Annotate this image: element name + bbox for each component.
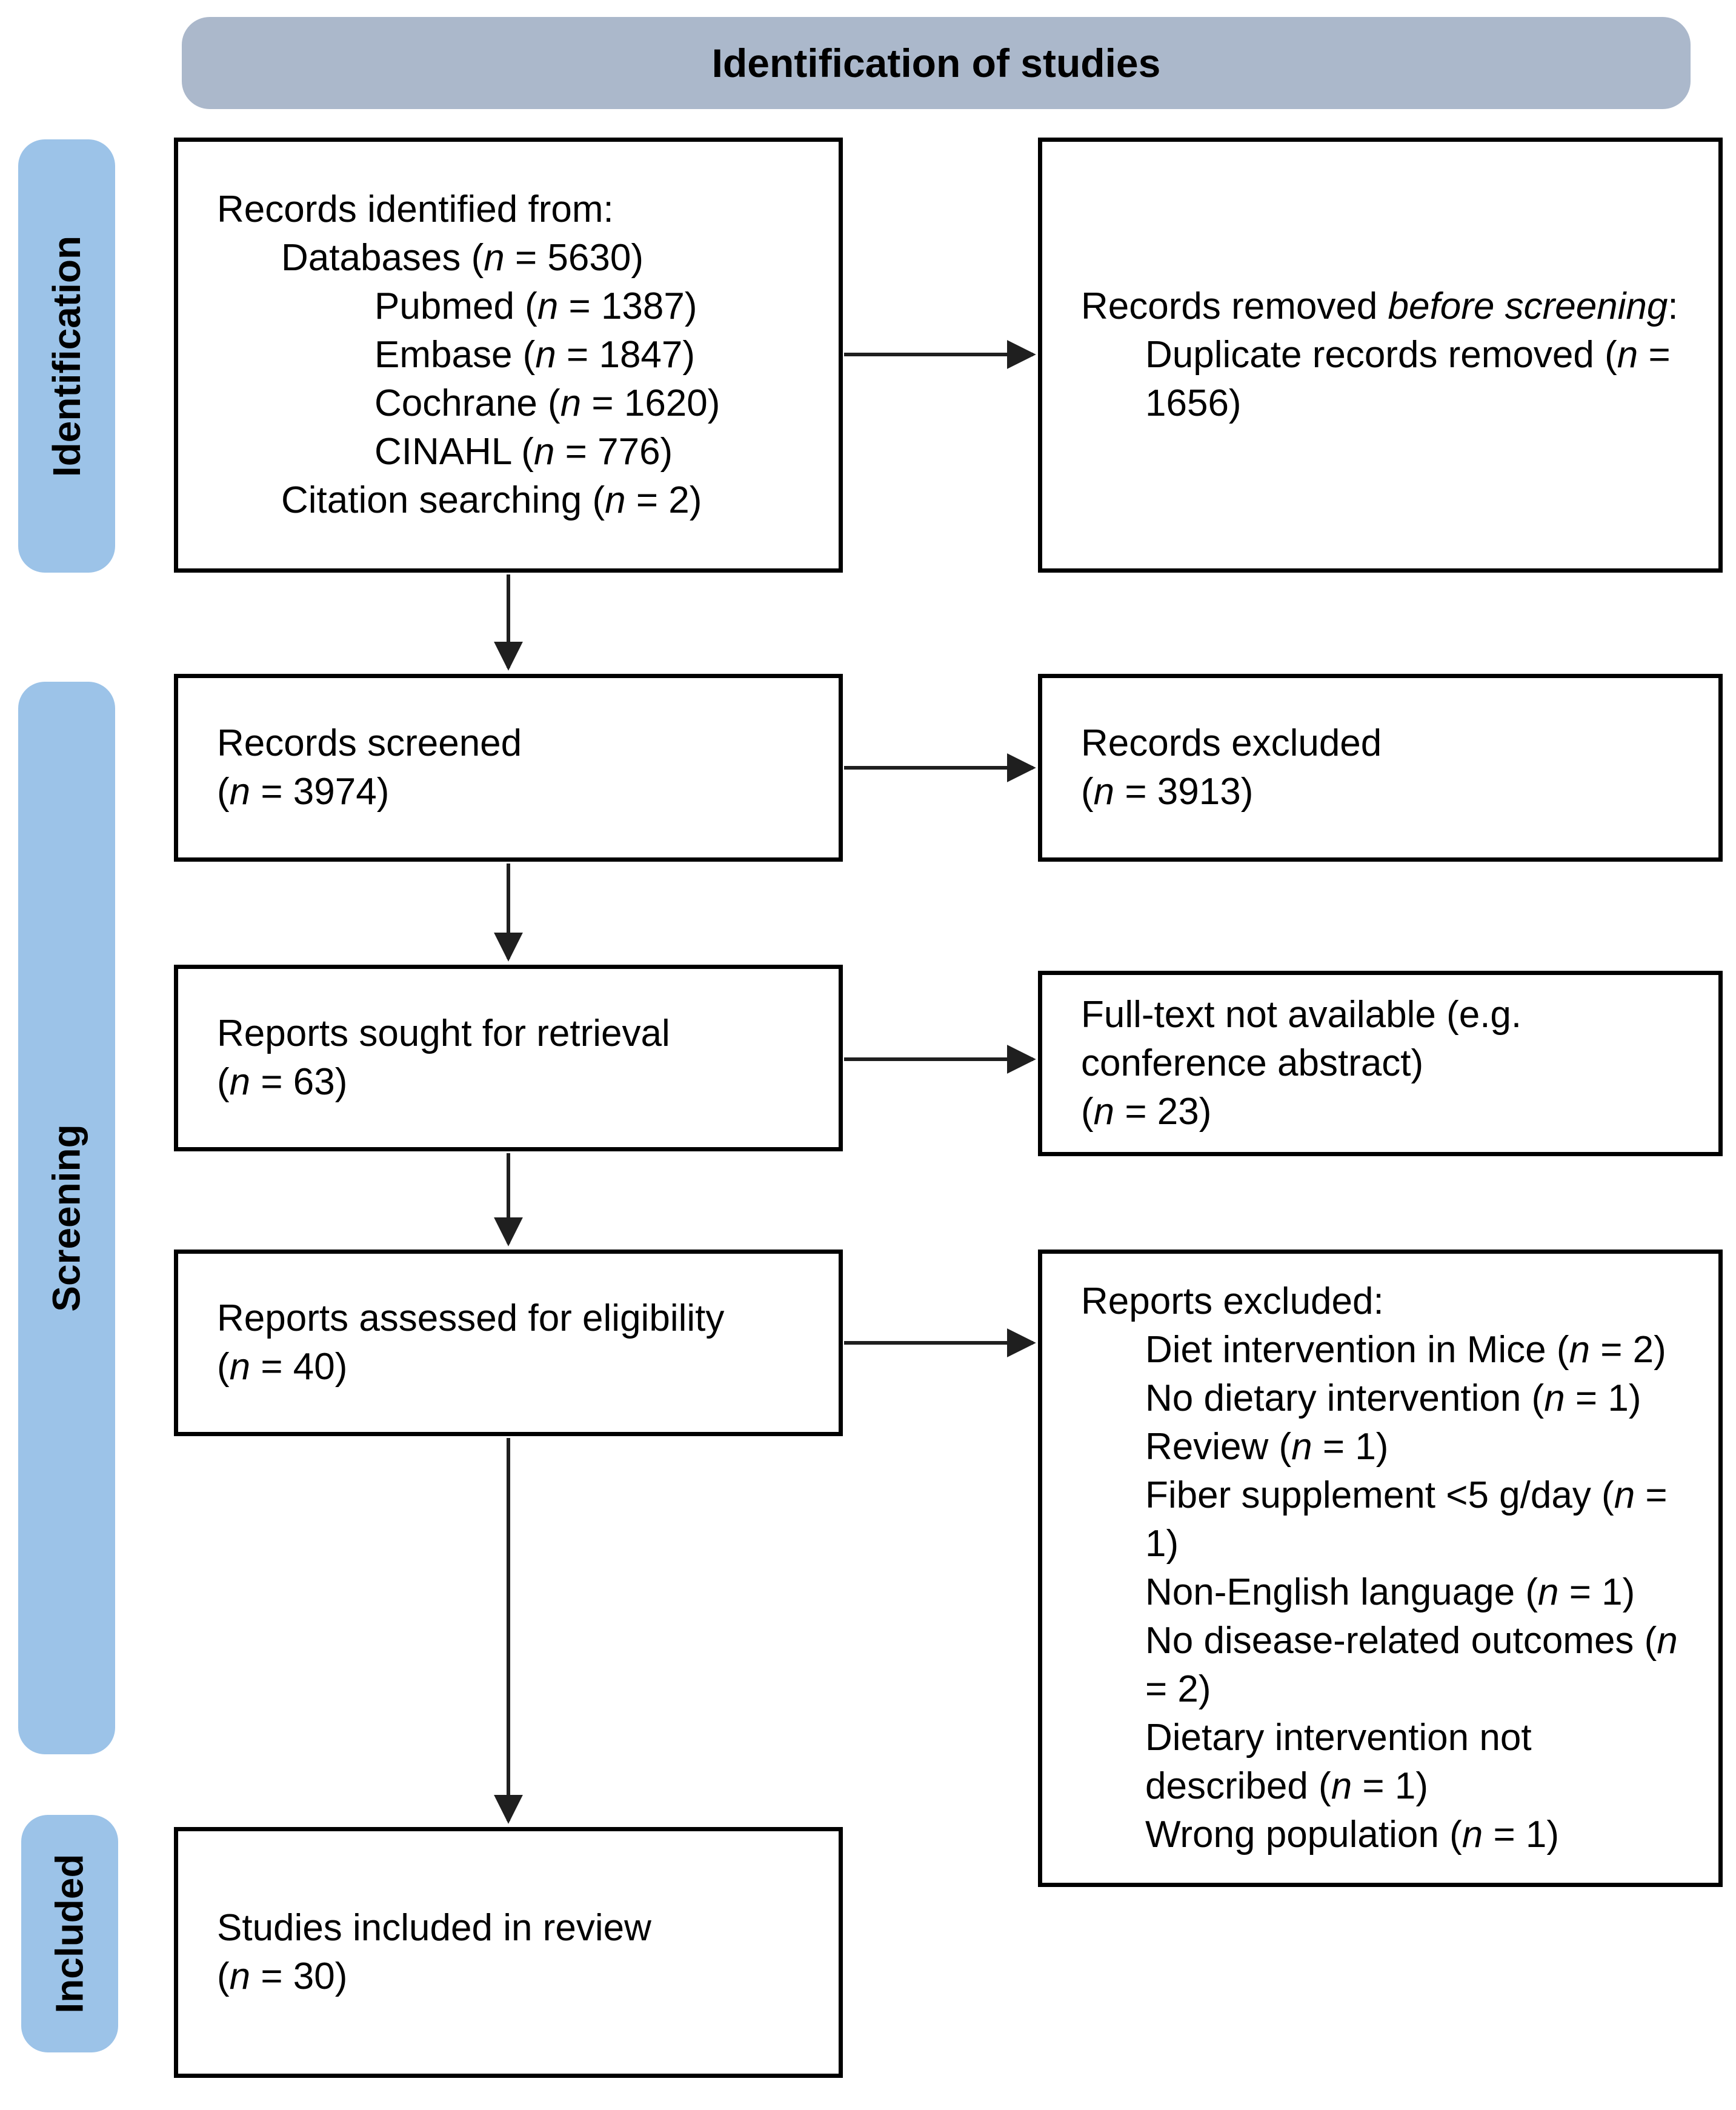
text-line: Fiber supplement <5 g/day (n = 1): [1145, 1474, 1668, 1565]
text-line: Pubmed (n = 1387): [374, 285, 697, 327]
box-fulltext-not-available: Full-text not available (e.g. conference…: [1038, 971, 1723, 1156]
box-reports-assessed-for-eligibility: Reports assessed for eligibility (n = 40): [174, 1250, 843, 1436]
stage-label-text: Identification: [45, 235, 88, 477]
text-line: No dietary intervention (n = 1): [1145, 1377, 1641, 1419]
text-line: (n = 30): [217, 1955, 348, 1997]
text-line: Reports excluded:: [1081, 1280, 1384, 1322]
text-line: Databases (n = 5630): [281, 237, 644, 279]
box-records-excluded: Records excluded (n = 3913): [1038, 674, 1723, 862]
stage-label-included: Included: [21, 1815, 118, 2052]
text-line: Diet intervention in Mice (n = 2): [1145, 1329, 1666, 1371]
text-line: Records removed before screening:: [1081, 285, 1678, 327]
text-line: Review (n = 1): [1145, 1426, 1389, 1468]
text-line: (n = 23): [1081, 1091, 1212, 1133]
text-line: No disease-related outcomes (n = 2): [1145, 1620, 1678, 1710]
text-line: (n = 40): [217, 1346, 348, 1388]
box-reports-sought-for-retrieval: Reports sought for retrieval (n = 63): [174, 965, 843, 1151]
text-line: Citation searching (n = 2): [281, 479, 702, 521]
text-line: Records identified from:: [217, 188, 614, 230]
box-records-identified: Records identified from: Databases (n = 5…: [174, 138, 843, 573]
box-reports-excluded-reasons: Reports excluded: Diet intervention in Mi…: [1038, 1250, 1723, 1887]
stage-label-screening: Screening: [18, 682, 115, 1754]
text-line: (n = 63): [217, 1061, 348, 1103]
text-line: Cochrane (n = 1620): [374, 382, 720, 424]
text-line: (n = 3913): [1081, 771, 1254, 813]
box-records-screened: Records screened (n = 3974): [174, 674, 843, 862]
stage-label-identification: Identification: [18, 139, 115, 573]
text-line: Records excluded: [1081, 722, 1382, 764]
text-line: (n = 3974): [217, 771, 390, 813]
text-line: Non-English language (n = 1): [1145, 1571, 1635, 1613]
box-studies-included-in-review: Studies included in review (n = 30): [174, 1827, 843, 2078]
text-line: Records screened: [217, 722, 522, 764]
text-line: Reports assessed for eligibility: [217, 1297, 725, 1339]
text-line: Wrong population (n = 1): [1145, 1814, 1560, 1855]
text-line: Full-text not available (e.g. conference…: [1081, 994, 1522, 1084]
stage-label-text: Screening: [45, 1124, 88, 1312]
text-line: CINAHL (n = 776): [374, 431, 673, 473]
text-line: Embase (n = 1847): [374, 334, 696, 376]
text-line: Dietary intervention not described (n = …: [1145, 1717, 1532, 1807]
text-line: Studies included in review: [217, 1907, 651, 1949]
text-line: Duplicate records removed (n = 1656): [1145, 334, 1671, 424]
box-records-removed-before-screening: Records removed before screening: Duplica…: [1038, 138, 1723, 573]
stage-label-text: Included: [48, 1854, 91, 2014]
diagram-title-banner: Identification of studies: [182, 17, 1691, 109]
text-line: Reports sought for retrieval: [217, 1013, 670, 1054]
